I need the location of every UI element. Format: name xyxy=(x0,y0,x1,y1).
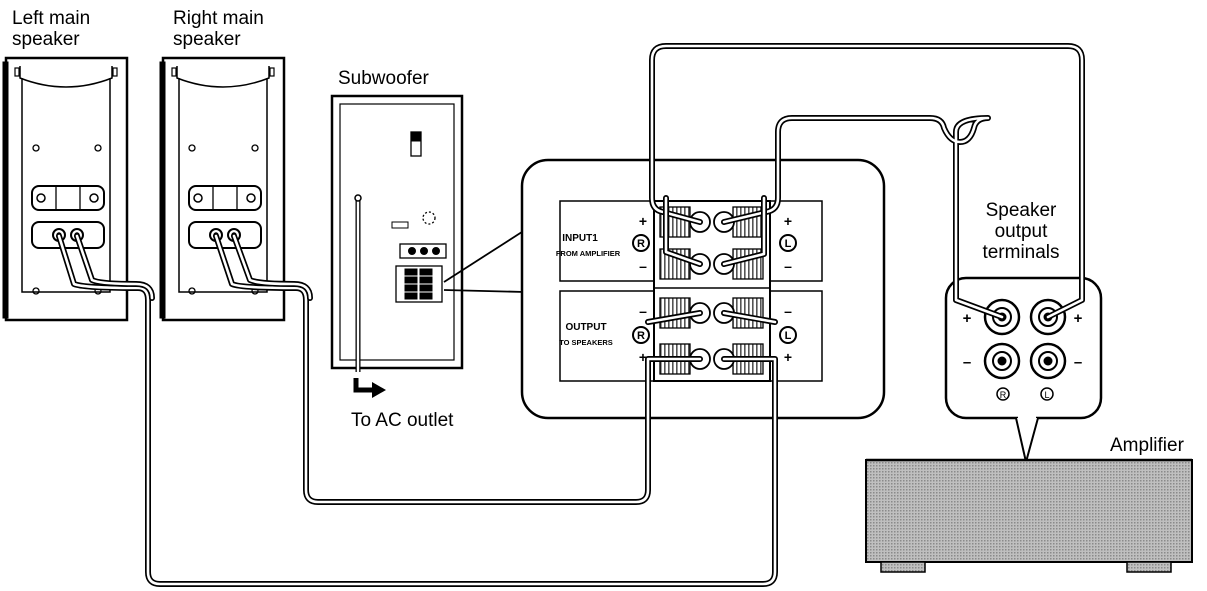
subwoofer-terminal-panel xyxy=(520,158,886,420)
output-l-plus: + xyxy=(784,349,792,365)
ac-outlet-label: To AC outlet xyxy=(351,410,454,431)
left-speaker-label-line1: Left main xyxy=(12,8,91,29)
cable-right-speaker xyxy=(213,233,703,505)
output-r-plus: + xyxy=(639,349,647,365)
subwoofer-label: Subwoofer xyxy=(338,68,429,89)
output-r-label: R xyxy=(637,330,645,342)
input-r-plus: + xyxy=(639,213,647,229)
speaker-terminals-label: Speaker output terminals xyxy=(962,200,1080,263)
speaker-terminals-label-line1: Speaker xyxy=(985,200,1057,221)
output-subtitle: TO SPEAKERS xyxy=(559,338,613,347)
amp-r-plus: + xyxy=(963,310,972,327)
output-title: OUTPUT xyxy=(565,322,606,333)
cable-left-speaker xyxy=(56,233,778,587)
input-title: INPUT1 xyxy=(562,233,598,244)
input-r-label: R xyxy=(637,238,645,250)
output-l-label: L xyxy=(785,330,792,342)
speaker-cables xyxy=(56,43,1085,587)
output-r-minus: – xyxy=(639,303,647,319)
amplifier xyxy=(865,458,1193,573)
input-l-plus: + xyxy=(784,213,792,229)
speaker-terminals-label-line3: terminals xyxy=(982,242,1060,263)
input-l-label: L xyxy=(785,238,792,250)
input-l-minus: – xyxy=(784,258,792,274)
cable-amp-input-r xyxy=(649,43,1085,320)
right-speaker-label: Right main speaker xyxy=(173,8,264,50)
amp-l-plus: + xyxy=(1074,310,1083,327)
panel-text: INPUT1 FROM AMPLIFIER OUTPUT TO SPEAKERS… xyxy=(556,213,792,365)
left-main-speaker xyxy=(2,56,129,322)
left-speaker-label-line2: speaker xyxy=(12,29,80,50)
amp-r-label: R xyxy=(1000,390,1007,400)
amp-l-minus: – xyxy=(1074,354,1082,371)
cable-amp-input-l xyxy=(721,115,1005,320)
subwoofer xyxy=(330,94,526,398)
input-subtitle: FROM AMPLIFIER xyxy=(556,249,621,258)
right-speaker-label-line2: speaker xyxy=(173,29,241,50)
input-r-minus: – xyxy=(639,258,647,274)
left-speaker-label: Left main speaker xyxy=(12,8,90,50)
amp-l-label: L xyxy=(1044,390,1049,400)
amplifier-label: Amplifier xyxy=(1110,435,1184,456)
output-l-minus: – xyxy=(784,303,792,319)
cable-output-links xyxy=(645,310,778,325)
amp-r-minus: – xyxy=(963,354,971,371)
right-speaker-label-line1: Right main xyxy=(173,8,264,29)
speaker-terminals-label-line2: output xyxy=(994,221,1048,242)
amp-terminal-text: + – + – R L xyxy=(963,310,1083,400)
